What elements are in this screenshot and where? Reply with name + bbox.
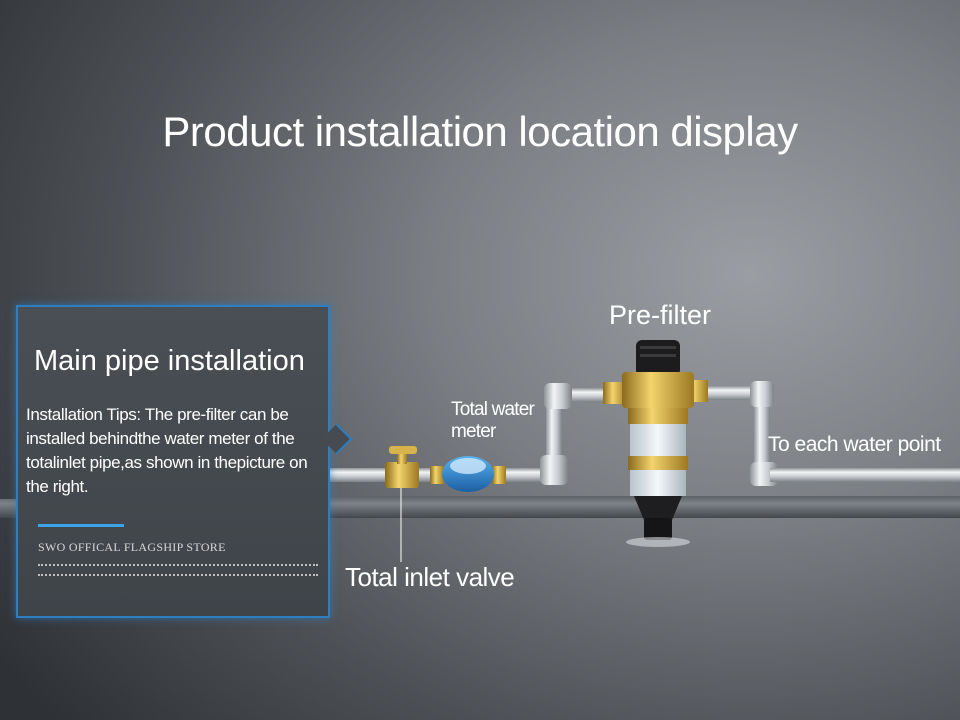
outlet-pipe — [705, 381, 960, 486]
panel-heading: Main pipe installation — [34, 345, 305, 377]
store-name: SWO OFFICAL FLAGSHIP STORE — [38, 540, 226, 554]
accent-line — [38, 524, 124, 527]
info-panel: Main pipe installation Installation Tips… — [16, 305, 330, 618]
water-point-label: To each water point — [768, 433, 941, 456]
installation-tips: Installation Tips: The pre-filter can be… — [26, 405, 308, 496]
pre-filter-icon — [603, 340, 708, 547]
valve-icon — [385, 446, 419, 562]
inlet-valve-label: Total inlet valve — [345, 562, 515, 592]
fine-print-line — [38, 574, 318, 579]
water-meter-icon — [430, 456, 506, 492]
water-meter-label: Total water meter — [451, 399, 535, 442]
pre-filter-label: Pre-filter — [609, 300, 712, 330]
page-title: Product installation location display — [162, 108, 798, 155]
fine-print-line — [38, 564, 318, 569]
